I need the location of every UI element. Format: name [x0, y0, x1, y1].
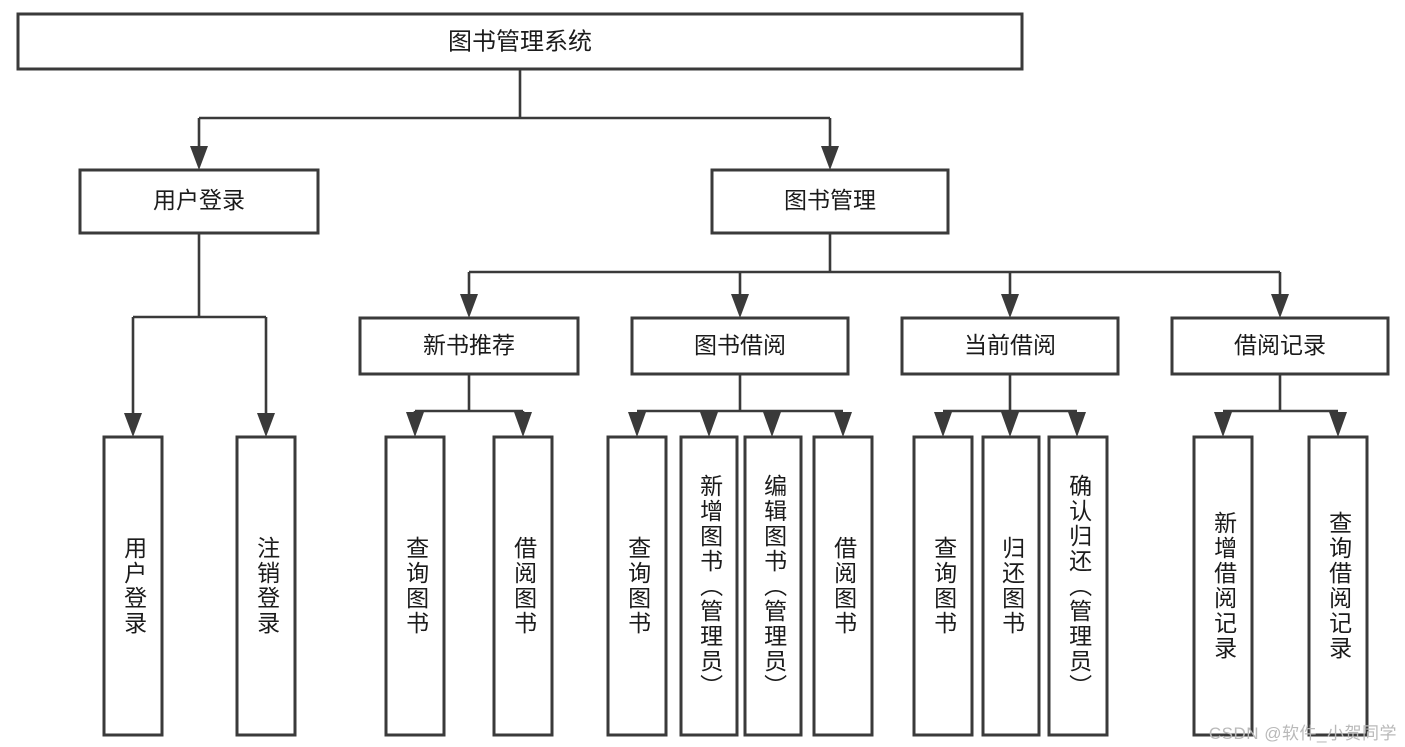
- node-book-management-box[interactable]: [710, 168, 950, 235]
- arrow-head-icon: [460, 294, 478, 318]
- connector-group-userlogin: [124, 233, 275, 437]
- arrow-head-icon: [821, 146, 839, 170]
- connector-group-newbook: [406, 374, 532, 437]
- node-borrow-record[interactable]: 借阅记录: [1170, 316, 1390, 376]
- leaf-box-user-login-1[interactable]: [102, 435, 164, 737]
- leaf-box-new-book-2[interactable]: [492, 435, 554, 737]
- node-current-borrow-label: 当前借阅: [964, 332, 1056, 358]
- arrow-head-icon: [1001, 294, 1019, 318]
- leaf-box-new-book-1[interactable]: [384, 435, 446, 737]
- leaf-box-current-borrow-2[interactable]: [981, 435, 1041, 737]
- node-current-borrow[interactable]: 当前借阅: [900, 316, 1120, 376]
- node-root[interactable]: 图书管理系统: [16, 12, 1024, 71]
- node-root-label: 图书管理系统: [448, 28, 592, 55]
- node-book-borrow-label: 图书借阅: [694, 332, 786, 358]
- arrow-head-icon: [628, 412, 646, 437]
- leaf-box-book-borrow-3[interactable]: [743, 435, 803, 737]
- node-book-borrow-box[interactable]: [630, 316, 850, 376]
- leaf-box-current-borrow-3[interactable]: [1047, 435, 1109, 737]
- node-book-borrow[interactable]: 图书借阅: [630, 316, 850, 376]
- node-borrow-record-label: 借阅记录: [1234, 332, 1326, 358]
- arrow-head-icon: [124, 413, 142, 437]
- leaf-box-user-login-2[interactable]: [235, 435, 297, 737]
- arrow-head-icon: [1068, 412, 1086, 437]
- arrow-head-icon: [834, 412, 852, 437]
- leaf-box-book-borrow-1[interactable]: [606, 435, 668, 737]
- arrow-head-icon: [700, 412, 718, 437]
- arrow-head-icon: [1214, 412, 1232, 437]
- arrow-head-icon: [406, 412, 424, 437]
- connector-group-bookmgmt: [460, 233, 1289, 318]
- node-new-book-recommend-box[interactable]: [358, 316, 580, 376]
- node-book-management-label: 图书管理: [784, 187, 876, 213]
- node-new-book-recommend-label: 新书推荐: [423, 332, 515, 358]
- arrow-head-icon: [763, 412, 781, 437]
- leaf-box-borrow-record-2[interactable]: [1307, 435, 1369, 737]
- leaf-box-book-borrow-4[interactable]: [812, 435, 874, 737]
- leaf-box-current-borrow-1[interactable]: [912, 435, 974, 737]
- leaf-box-borrow-record-1[interactable]: [1192, 435, 1254, 737]
- node-user-login-box[interactable]: [78, 168, 320, 235]
- arrow-head-icon: [514, 412, 532, 437]
- connector-group-current: [934, 374, 1086, 437]
- leaf-box-book-borrow-2[interactable]: [679, 435, 739, 737]
- arrow-head-icon: [257, 413, 275, 437]
- node-user-login[interactable]: 用户登录: [78, 168, 320, 235]
- connector-group-root: [190, 69, 839, 170]
- arrow-head-icon: [1271, 294, 1289, 318]
- node-current-borrow-box[interactable]: [900, 316, 1120, 376]
- node-new-book-recommend[interactable]: 新书推荐: [358, 316, 580, 376]
- node-borrow-record-box[interactable]: [1170, 316, 1390, 376]
- node-user-login-label: 用户登录: [153, 187, 245, 213]
- connector-group-record: [1214, 374, 1347, 437]
- arrow-head-icon: [934, 412, 952, 437]
- connector-group-borrow: [628, 374, 852, 437]
- arrow-head-icon: [190, 146, 208, 170]
- arrow-head-icon: [731, 294, 749, 318]
- node-book-management[interactable]: 图书管理: [710, 168, 950, 235]
- arrow-head-icon: [1329, 412, 1347, 437]
- node-root-box[interactable]: [16, 12, 1024, 71]
- arrow-head-icon: [1001, 412, 1019, 437]
